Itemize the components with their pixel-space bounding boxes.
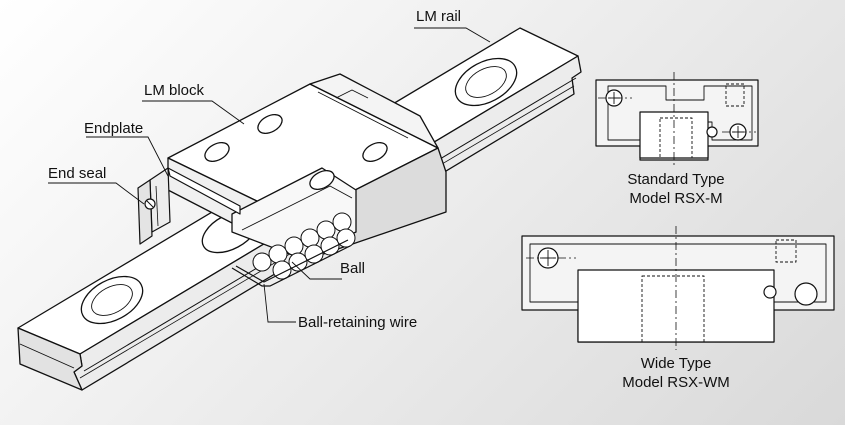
leader-lm-block [142, 100, 245, 125]
label-ball: Ball [340, 260, 366, 277]
leader-ball [291, 261, 342, 280]
standard-type-line: Standard Type [627, 171, 725, 188]
caption-wide-type: Wide Type Model RSX-WM [596, 354, 756, 392]
ball-retaining-wire [231, 239, 351, 287]
label-endplate: Endplate [84, 120, 144, 137]
wide-type-line: Wide Type [640, 355, 712, 372]
balls [252, 212, 356, 280]
rail-mounting-hole-rear [454, 57, 518, 107]
rail-mounting-hole-front [80, 275, 144, 325]
label-lm-rail: LM rail [416, 8, 462, 25]
leader-end-seal [48, 182, 145, 205]
standard-model-line: Model RSX-M [629, 190, 723, 207]
leader-endplate [86, 136, 169, 177]
wide-type-section [521, 226, 835, 350]
end-seal [137, 179, 156, 245]
leader-ball-retaining-wire [263, 283, 296, 323]
label-lm-block: LM block [144, 82, 205, 99]
wide-model-line: Model RSX-WM [622, 374, 730, 391]
label-end-seal: End seal [48, 165, 107, 182]
standard-type-section [595, 72, 759, 166]
endplate [149, 167, 241, 233]
caption-standard-type: Standard Type Model RSX-M [596, 170, 756, 208]
leader-lines [48, 27, 491, 323]
leader-lm-rail [414, 27, 491, 43]
label-ball-retaining-wire: Ball-retaining wire [298, 314, 418, 331]
